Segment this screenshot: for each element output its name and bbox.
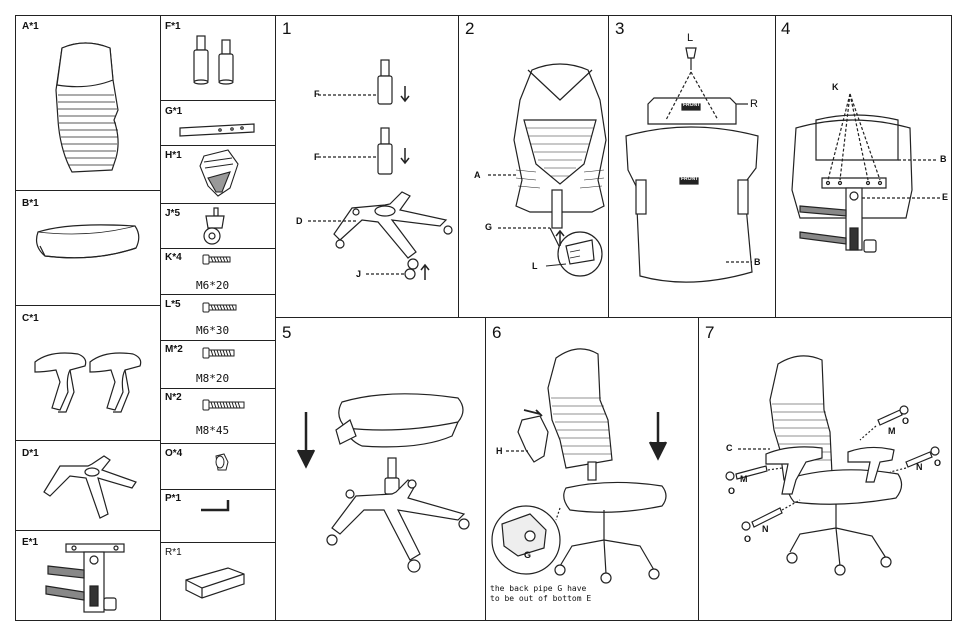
step-number-6: 6: [492, 323, 502, 342]
step-number-1: 1: [282, 19, 292, 38]
step7-callout-m-right: M: [888, 426, 896, 436]
step-number-5: 5: [282, 323, 292, 342]
part-size-l: M6*30: [196, 324, 230, 337]
step-2-illustration: [488, 63, 607, 277]
step3-callout-r: R: [750, 98, 758, 110]
step2-callout-g: G: [485, 222, 493, 232]
part-label-d: D*1: [22, 448, 39, 459]
backrest-icon: [55, 42, 119, 173]
part-label-m: M*2: [165, 344, 183, 355]
step7-callout-o-right-2: O: [934, 458, 942, 468]
step-3-illustration: [625, 47, 759, 283]
part-label-f: F*1: [165, 21, 181, 32]
screw-icon-l: [202, 302, 237, 313]
step1-callout-f-upper: F: [314, 89, 320, 99]
cover-block-icon: [185, 567, 245, 599]
step3-front-stamp-bottom: FRONT: [681, 176, 699, 182]
part-size-m: M8*20: [196, 372, 230, 385]
step6-callout-g: G: [524, 550, 532, 560]
step7-callout-c: C: [726, 443, 733, 453]
step-number-4: 4: [781, 19, 791, 38]
part-label-p: P*1: [165, 493, 182, 504]
armrest-pair-icon: [34, 352, 142, 413]
step6-note-line-2: to be out of bottom E: [490, 594, 592, 603]
part-label-b: B*1: [22, 198, 39, 209]
step4-callout-e: E: [942, 192, 949, 202]
caster-wheel-icon: [203, 207, 225, 245]
step-number-2: 2: [465, 19, 475, 38]
part-label-h: H*1: [165, 150, 182, 161]
part-size-n: M8*45: [196, 424, 230, 437]
washer-icon: [215, 453, 229, 471]
seat-cushion-icon: [35, 224, 140, 259]
frame-grid: [15, 15, 952, 621]
part-label-j: J*5: [165, 208, 181, 219]
part-label-a: A*1: [22, 21, 39, 32]
step7-callout-o-left-2: O: [744, 534, 752, 544]
step1-callout-j: J: [356, 269, 362, 279]
step6-callout-h: H: [496, 446, 503, 456]
step1-callout-f-lower: F: [314, 152, 320, 162]
step7-callout-n-left: N: [762, 524, 769, 534]
step-2-leader-lines: [545, 263, 567, 267]
back-pipe-bar-icon: [179, 123, 255, 137]
screw-icon-n: [202, 399, 245, 411]
step6-note-line-1: the back pipe G have: [490, 584, 587, 593]
back-cover-icon: [199, 149, 239, 197]
step7-callout-m-left: M: [740, 474, 748, 484]
part-label-k: K*4: [165, 252, 182, 263]
gas-lift-icon: [193, 35, 234, 85]
step2-callout-l: L: [532, 261, 538, 271]
step-number-3: 3: [615, 19, 625, 38]
part-label-g: G*1: [165, 106, 183, 117]
step-7-illustration: [725, 355, 940, 576]
screw-icon-k: [202, 254, 231, 265]
step7-callout-n-right: N: [916, 462, 923, 472]
step4-callout-k: K: [832, 82, 839, 92]
part-label-l: L*5: [165, 299, 181, 310]
step-5-illustration: [296, 393, 470, 573]
part-size-k: M6*20: [196, 279, 230, 292]
step7-callout-o-right-1: O: [902, 416, 910, 426]
part-label-o: O*4: [165, 448, 183, 459]
step3-front-stamp-top: FRONT: [683, 102, 701, 108]
step1-callout-d: D: [296, 216, 303, 226]
part-label-e: E*1: [22, 537, 39, 548]
allen-key-icon: [201, 500, 230, 512]
star-base-icon: [43, 455, 137, 519]
step-number-7: 7: [705, 323, 715, 342]
step3-callout-b: B: [754, 257, 761, 267]
part-label-c: C*1: [22, 313, 39, 324]
step3-callout-l: L: [687, 32, 694, 44]
step2-callout-a: A: [474, 170, 481, 180]
part-label-r: R*1: [165, 547, 182, 558]
part-label-n: N*2: [165, 392, 182, 403]
step7-callout-o-left-1: O: [728, 486, 736, 496]
tilt-mechanism-icon: [45, 543, 125, 613]
step-6-illustration: [491, 348, 668, 584]
screw-icon-m: [202, 347, 235, 359]
step-4-illustration: [791, 93, 940, 253]
step4-callout-b: B: [940, 154, 947, 164]
step-1-illustration: [308, 59, 453, 280]
